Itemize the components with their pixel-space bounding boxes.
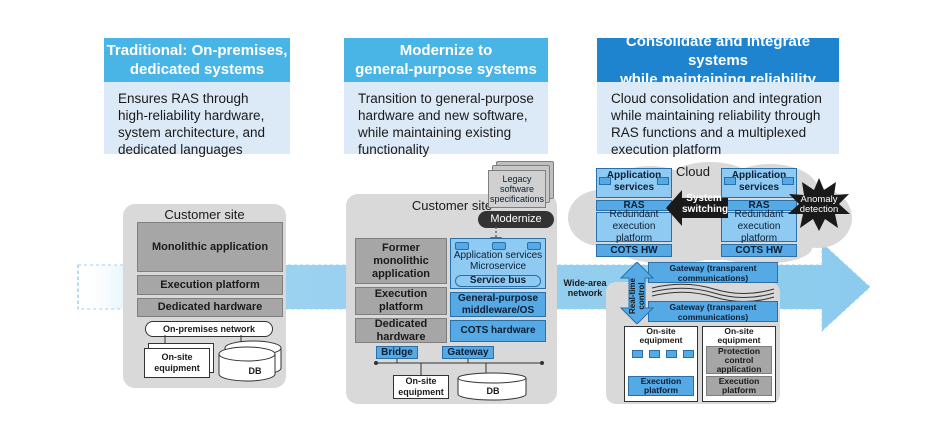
cloud-cots-right: COTS HW bbox=[721, 244, 797, 257]
middleware-box: General-purpose middleware/OS bbox=[450, 292, 546, 317]
onsite-chip-3 bbox=[666, 350, 677, 358]
column-header-traditional: Traditional: On-premises, dedicated syst… bbox=[104, 38, 290, 82]
onsite-chip-1 bbox=[632, 350, 643, 358]
traditional-db-label: DB bbox=[248, 366, 262, 376]
cloud-cots-left: COTS HW bbox=[596, 244, 672, 257]
system-switching-arrow bbox=[666, 190, 728, 226]
column-desc-modernize: Transition to general-purpose hardware a… bbox=[344, 82, 548, 157]
system-switching-label: System switching bbox=[682, 193, 729, 215]
traditional-db-icon bbox=[218, 340, 282, 382]
monolithic-app-box: Monolithic application bbox=[137, 222, 283, 272]
gateway-cloud-box: Gateway (transparent communications) bbox=[648, 262, 778, 283]
onpremises-network: On-premises network bbox=[145, 321, 273, 337]
legacy-specs-doc: Legacy software specifications bbox=[488, 170, 546, 208]
gateway-wave-links bbox=[651, 283, 775, 301]
execution-platform-box: Execution platform bbox=[137, 275, 283, 295]
onsite-equipment-gray-label: On-site equipment bbox=[717, 326, 761, 345]
onsite-equipment-blue-label: On-site equipment bbox=[639, 326, 683, 345]
modernize-label-box: Modernize bbox=[478, 211, 554, 228]
modernize-db-icon bbox=[457, 372, 527, 401]
modernize-site-title: Customer site bbox=[411, 198, 493, 213]
column-desc-consolidate: Cloud consolidation and integration whil… bbox=[597, 82, 839, 157]
service-chip-r1 bbox=[724, 177, 736, 185]
microservice-chip-1 bbox=[455, 242, 469, 250]
real-time-control-arrow bbox=[620, 262, 654, 324]
real-time-control-label: Real-time control bbox=[628, 278, 646, 315]
cots-hardware-box: COTS hardware bbox=[450, 320, 546, 342]
service-chip-r2 bbox=[782, 177, 794, 185]
service-bus-box: Service bus bbox=[455, 275, 541, 287]
former-monolithic-app: Former monolithic application bbox=[355, 238, 447, 284]
anomaly-burst-icon bbox=[788, 178, 850, 231]
dedicated-hardware-box: Dedicated hardware bbox=[137, 298, 283, 317]
onsite-execution-platform-blue: Execution platform bbox=[628, 376, 694, 396]
modernize-onsite-equipment: On-site equipment bbox=[393, 375, 449, 399]
cloud-redundant-left: Redundant execution platform bbox=[596, 209, 672, 244]
protection-control-app: Protection control application bbox=[706, 346, 772, 374]
onsite-execution-platform-gray: Execution platform bbox=[706, 376, 772, 396]
service-chip-l1 bbox=[599, 177, 611, 185]
app-services-label: Application services Microservice bbox=[453, 250, 543, 272]
bridge-box: Bridge bbox=[376, 346, 418, 359]
wide-area-network-label: Wide-area network bbox=[563, 278, 607, 298]
cloud-redundant-right: Redundant execution platform bbox=[721, 209, 797, 244]
service-chip-l2 bbox=[657, 177, 669, 185]
traditional-onsite-equipment: On-site equipment bbox=[144, 348, 210, 378]
column-header-consolidate: Consolidate and integrate systems while … bbox=[597, 33, 839, 88]
gateway-box: Gateway bbox=[442, 346, 494, 359]
anomaly-detection-label: Anomaly detection bbox=[799, 194, 839, 215]
gateway-site-box: Gateway (transparent communications) bbox=[648, 301, 778, 322]
microservice-chip-3 bbox=[527, 242, 541, 250]
column-desc-traditional: Ensures RAS through high-reliability har… bbox=[104, 82, 290, 157]
modernize-db-label: DB bbox=[486, 386, 500, 396]
onsite-chip-4 bbox=[683, 350, 694, 358]
column-header-modernize: Modernize to general-purpose systems bbox=[344, 38, 548, 82]
traditional-site-title: Customer site bbox=[164, 207, 245, 222]
onsite-chip-2 bbox=[649, 350, 660, 358]
microservice-chip-2 bbox=[492, 242, 506, 250]
modernize-execution-platform: Execution platform bbox=[355, 287, 447, 315]
cloud-label: Cloud bbox=[676, 164, 710, 179]
modernize-dedicated-hardware: Dedicated hardware bbox=[355, 318, 447, 343]
